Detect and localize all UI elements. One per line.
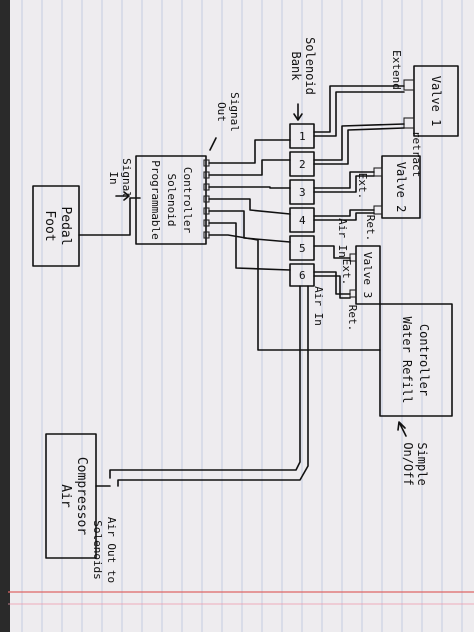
signal-in-label: Signal In [107, 158, 133, 198]
air-compressor: Air Compressor [45, 433, 97, 559]
simple-on-off-arrow [399, 423, 407, 437]
air-supply-line [109, 285, 301, 479]
svg-text:Ext.: Ext. [340, 259, 353, 286]
air-in-label-low: Air In [312, 286, 325, 326]
svg-text:In: In [107, 171, 120, 184]
programmable-solenoid-controller: Programmable Solenoid Controller [135, 155, 210, 245]
svg-text:Controller: Controller [181, 167, 194, 234]
valve-1-retract-label: retract [410, 131, 423, 177]
svg-text:Solenoids: Solenoids [91, 520, 104, 580]
simple-on-off-label: Simple On/Off [401, 442, 429, 485]
foot-pedal: Foot Pedal [32, 185, 80, 267]
svg-text:Air: Air [58, 484, 73, 508]
valve-2-ret-label: Ret. [364, 215, 377, 242]
svg-text:Air Out to: Air Out to [105, 517, 118, 583]
svg-text:Controller: Controller [417, 324, 431, 396]
notebook-rule-lines [21, 0, 463, 632]
solenoid-6-number: 6 [299, 269, 306, 282]
valve-2-ext-hose [313, 171, 375, 189]
valve-1: Valve 1 [403, 65, 459, 137]
svg-text:Valve 2: Valve 2 [394, 162, 408, 213]
signal-wires [208, 139, 381, 351]
solenoid-bank-label: Solenoid Bank [289, 37, 317, 95]
solenoid-4-number: 4 [299, 214, 306, 227]
solenoid-1-number: 1 [299, 130, 306, 143]
valve-3-ext-hose [313, 245, 351, 259]
svg-text:Ret.: Ret. [346, 305, 359, 332]
svg-text:Air In: Air In [336, 218, 349, 258]
signal-out-arrow [209, 137, 217, 151]
pedal-to-controller-wire [78, 197, 141, 236]
valve-1-retract-hose [313, 123, 405, 161]
solenoid-2-number: 2 [299, 158, 306, 171]
svg-text:Ret.: Ret. [364, 215, 377, 242]
svg-text:Pedal: Pedal [58, 206, 73, 245]
svg-text:retract: retract [410, 131, 423, 177]
svg-text:On/Off: On/Off [401, 442, 415, 485]
valve-1-extend-hose [313, 85, 405, 133]
svg-text:Solenoid: Solenoid [303, 37, 317, 95]
solenoid-3-number: 3 [299, 186, 306, 199]
valve-3-ret-hose [313, 271, 351, 295]
air-out-label: Air Out to Solenoids [91, 517, 118, 583]
solenoid-5-number: 5 [299, 242, 306, 255]
svg-text:Foot: Foot [42, 210, 57, 241]
valve-2-ret-hose [313, 209, 375, 217]
svg-text:Extend: Extend [390, 50, 403, 90]
water-refill-controller: Water Refill Controller [379, 303, 453, 417]
svg-text:Signal: Signal [228, 92, 241, 132]
air-supply-line-2 [117, 285, 309, 487]
svg-text:Simple: Simple [415, 442, 429, 485]
air-in-label-mid: Air In [336, 218, 349, 258]
svg-text:Water Refill: Water Refill [400, 317, 414, 404]
svg-text:Valve 1: Valve 1 [429, 76, 443, 127]
svg-text:Out: Out [215, 102, 228, 122]
svg-text:Compressor: Compressor [74, 457, 89, 535]
svg-text:Valve 3: Valve 3 [361, 252, 374, 298]
valve-3-ret-label: Ret. [346, 305, 359, 332]
svg-text:Air In: Air In [312, 286, 325, 326]
valve-2-ext-label: Ext. [356, 173, 369, 200]
svg-text:Signal: Signal [120, 158, 133, 198]
svg-text:Solenoid: Solenoid [165, 174, 178, 227]
signal-out-label: Signal Out [215, 92, 241, 132]
svg-text:Programmable: Programmable [149, 160, 162, 239]
svg-text:Bank: Bank [289, 52, 303, 82]
svg-text:Ext.: Ext. [356, 173, 369, 200]
valve-3-ext-label: Ext. [340, 259, 353, 286]
valve-1-extend-label: Extend [390, 50, 403, 90]
